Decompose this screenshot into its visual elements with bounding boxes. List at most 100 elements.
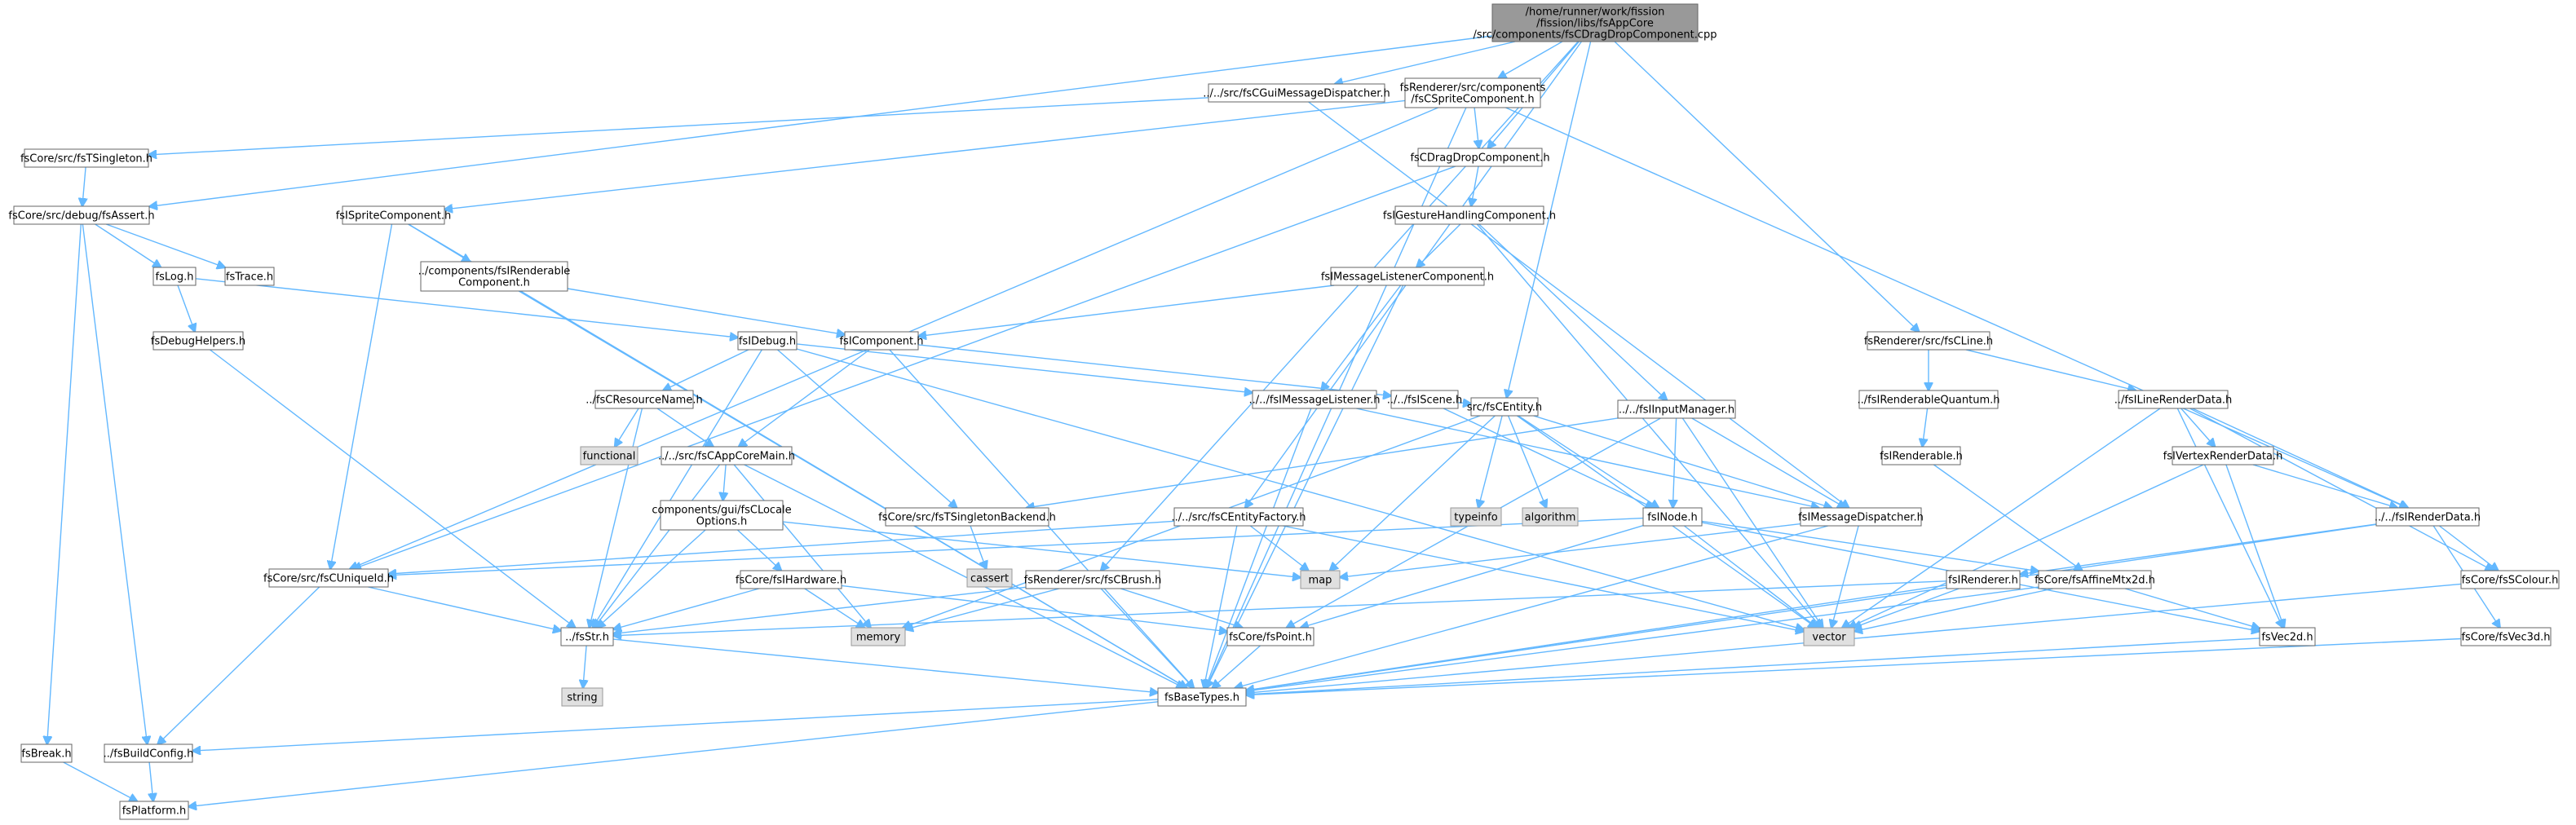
node-box xyxy=(268,568,389,588)
edge-irenderquantum-to-irenderable2 xyxy=(1922,408,1929,447)
edge-irenderer-to-str xyxy=(613,580,1947,636)
node-point[interactable]: fsCore/fsPoint.h xyxy=(1226,627,1315,646)
node-label: fsTrace.h xyxy=(226,271,273,284)
node-str[interactable]: ../fsStr.h xyxy=(560,627,614,646)
edge-ilinerender-to-vec2d xyxy=(2176,408,2282,628)
node-dragdrop[interactable]: fsCDragDropComponent.h xyxy=(1410,148,1550,167)
node-box xyxy=(119,801,189,820)
node-iscene[interactable]: ../../fsIScene.h xyxy=(1387,390,1462,409)
node-trace[interactable]: fsTrace.h xyxy=(224,267,275,286)
node-label: ../fsCResourceName.h xyxy=(585,395,702,407)
node-box xyxy=(737,331,798,351)
node-assert[interactable]: fsCore/src/debug/fsAssert.h xyxy=(8,205,155,225)
node-vec2d[interactable]: fsVec2d.h xyxy=(2259,627,2316,646)
node-cbrush[interactable]: fsRenderer/src/fsCBrush.h xyxy=(1024,570,1162,589)
node-label: fsCore/src/debug/fsAssert.h xyxy=(8,210,154,223)
node-label: src/fsCEntity.h xyxy=(1467,402,1542,414)
node-label: fsDebugHelpers.h xyxy=(151,336,245,348)
node-label: fsCore/fsPoint.h xyxy=(1229,632,1312,644)
edge-ilinerender-to-irenderdata xyxy=(2192,408,2408,508)
node-box xyxy=(1157,687,1247,707)
node-box xyxy=(1946,570,2021,589)
node-root[interactable]: /home/runner/work/fission/fission/libs/f… xyxy=(1474,3,1717,42)
node-label: fsCore/src/fsTSingletonBackend.h xyxy=(878,512,1056,524)
edge-inode-to-cuniqueid xyxy=(388,517,1644,576)
node-box xyxy=(13,205,150,225)
node-box xyxy=(1800,507,1922,527)
node-inode[interactable]: fsINode.h xyxy=(1642,507,1703,527)
node-tsingletonbackend[interactable]: fsCore/src/fsTSingletonBackend.h xyxy=(878,507,1056,527)
node-box xyxy=(152,331,244,351)
edge-root-to-centity xyxy=(1507,41,1592,398)
node-buildconfig[interactable]: ../fsBuildConfig.h xyxy=(104,743,194,763)
node-debughelpers[interactable]: fsDebugHelpers.h xyxy=(151,331,245,351)
node-centity[interactable]: src/fsCEntity.h xyxy=(1467,397,1542,417)
node-cresname[interactable]: ../fsCResourceName.h xyxy=(585,390,703,409)
node-box xyxy=(661,446,793,465)
node-label: fsINode.h xyxy=(1647,512,1697,524)
node-irenderdata[interactable]: ../../fsIRenderData.h xyxy=(2375,507,2481,527)
node-scolour[interactable]: fsCore/fsSColour.h xyxy=(2460,570,2560,589)
node-affine[interactable]: fsCore/fsAffineMtx2d.h xyxy=(2035,570,2155,589)
node-cline[interactable]: fsRenderer/src/fsCLine.h xyxy=(1864,331,1993,351)
node-idebug[interactable]: fsIDebug.h xyxy=(737,331,798,351)
node-box xyxy=(580,446,638,465)
node-log[interactable]: fsLog.h xyxy=(152,267,197,286)
node-sprite[interactable]: fsRenderer/src/components/fsCSpriteCompo… xyxy=(1400,77,1546,108)
edge-cappcoremain-to-basetypes xyxy=(744,464,1185,688)
edge-cbrush-to-point xyxy=(1120,588,1242,628)
node-label: ../../src/fsCEntityFactory.h xyxy=(1171,512,1306,524)
node-imsglistener[interactable]: ../../fsIMessageListener.h xyxy=(1249,390,1381,409)
node-map: map xyxy=(1300,570,1341,589)
node-break[interactable]: fsBreak.h xyxy=(20,743,73,763)
node-centityfactory[interactable]: ../../src/fsCEntityFactory.h xyxy=(1171,507,1306,527)
node-box xyxy=(1858,390,1999,409)
node-box xyxy=(24,148,149,168)
node-igesture[interactable]: fsIGestureHandlingComponent.h xyxy=(1383,205,1556,225)
node-imsgdispatcher[interactable]: fsIMessageDispatcher.h xyxy=(1798,507,1924,527)
node-tsingleton[interactable]: fsCore/src/fsTSingleton.h xyxy=(20,148,152,168)
node-platform[interactable]: fsPlatform.h xyxy=(119,801,189,820)
node-cuniqueid[interactable]: fsCore/src/fsCUniqueId.h xyxy=(263,568,394,588)
edge-imsgdispatcher-to-map xyxy=(1340,523,1801,578)
edge-irenderdata-to-irenderer xyxy=(2020,523,2377,575)
node-guimsg[interactable]: ../../src/fsCGuiMessageDispatcher.h xyxy=(1203,83,1390,103)
node-irenderer[interactable]: fsIRenderer.h xyxy=(1946,570,2021,589)
node-label: fsBaseTypes.h xyxy=(1164,692,1239,704)
edge-cappcoremain-to-locale xyxy=(723,464,727,501)
node-icomponent[interactable]: fsIComponent.h xyxy=(839,331,924,351)
node-label: fsCore/src/fsCUniqueId.h xyxy=(263,573,394,585)
edge-vec2d-to-basetypes xyxy=(1246,638,2260,695)
node-cappcoremain[interactable]: ../../src/fsCAppCoreMain.h xyxy=(658,446,795,465)
node-irenderable2[interactable]: fsIRenderable.h xyxy=(1880,446,1963,465)
node-ivertexrender[interactable]: fsIVertexRenderData.h xyxy=(2163,446,2283,465)
node-box xyxy=(740,570,842,589)
edge-inode-to-affine xyxy=(1701,520,2039,571)
node-label: map xyxy=(1309,575,1332,587)
node-label: fsIRenderer.h xyxy=(1948,575,2018,587)
edge-cappcoremain-to-str xyxy=(594,464,721,628)
node-isprite[interactable]: fsISpriteComponent.h xyxy=(336,205,452,225)
node-cassert: cassert xyxy=(966,568,1013,588)
edge-locale-to-str xyxy=(597,529,706,628)
node-box xyxy=(224,267,275,286)
node-label: fsCore/fsAffineMtx2d.h xyxy=(2035,575,2155,587)
node-ihardware[interactable]: fsCore/fsIHardware.h xyxy=(736,570,846,589)
node-label: fsIMessageDispatcher.h xyxy=(1798,512,1924,524)
node-basetypes[interactable]: fsBaseTypes.h xyxy=(1157,687,1247,707)
node-box xyxy=(2375,507,2480,527)
node-box xyxy=(1404,77,1541,108)
node-iinput[interactable]: ../../fsIInputManager.h xyxy=(1617,399,1736,419)
edge-root-to-cbrush xyxy=(1101,41,1579,571)
node-label: fsRenderer/src/fsCLine.h xyxy=(1864,336,1993,348)
node-label: /fission/libs/fsAppCore xyxy=(1536,18,1654,30)
node-ilinerender[interactable]: ../fsILineRenderData.h xyxy=(2114,390,2233,409)
node-label: fsIComponent.h xyxy=(839,336,923,348)
node-label: cassert xyxy=(970,573,1009,585)
node-irenderquantum[interactable]: ../fsIRenderableQuantum.h xyxy=(1858,390,2000,409)
node-vec3d[interactable]: fsCore/fsVec3d.h xyxy=(2460,627,2552,646)
node-imsglistcomp[interactable]: fsIMessageListenerComponent.h xyxy=(1321,267,1494,286)
